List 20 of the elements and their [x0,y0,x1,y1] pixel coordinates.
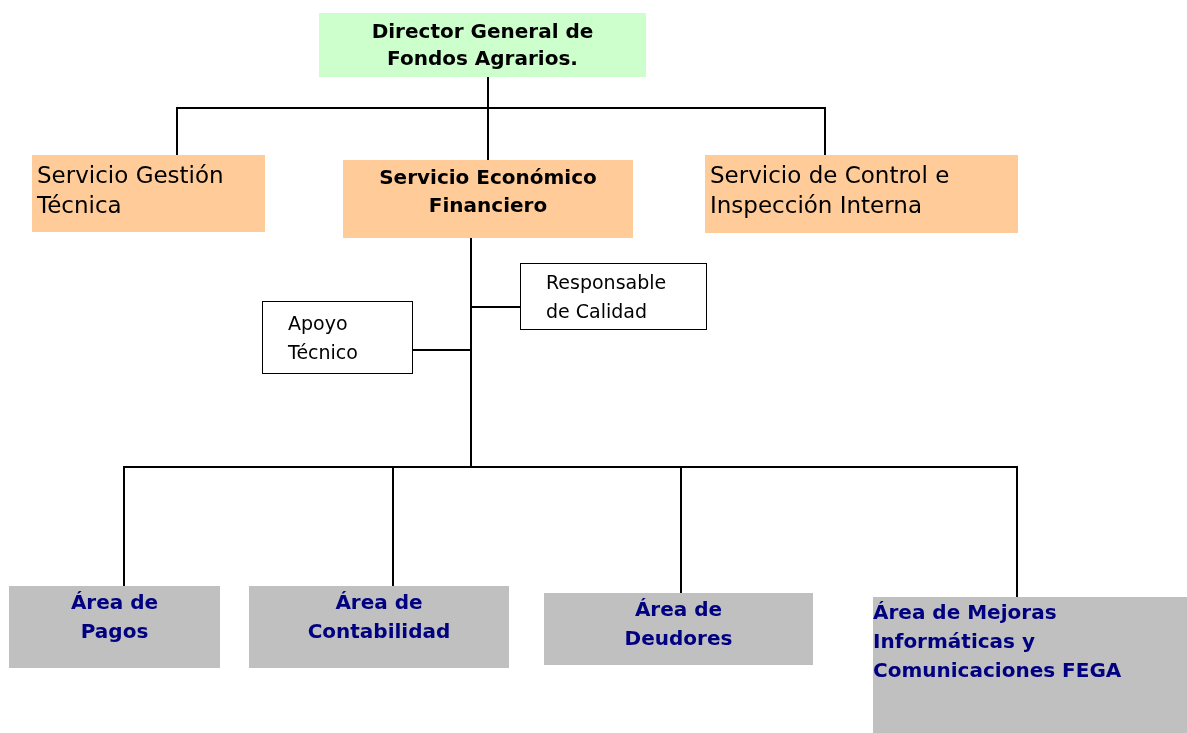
node-label: Servicio Económico Financiero [378,164,598,219]
service-box [32,155,265,232]
node-label: Servicio Gestión Técnica [37,161,225,220]
area-box [544,593,813,665]
service-box [343,160,633,238]
director-box [319,13,646,77]
node-label: Apoyo Técnico [288,310,359,365]
area-box [249,586,509,668]
node-label: Área de Mejoras Informáticas y Comunicaciones FEGA [873,599,1123,684]
area-box [9,586,220,668]
service-box [705,155,1018,233]
node-label: Servicio de Control e Inspección Interna [710,161,951,220]
node-label: Director General de Fondos Agrarios. [370,18,595,72]
node-label: Responsable de Calidad [546,269,668,324]
node-label: Área de Pagos [69,589,160,645]
support-box [262,301,413,374]
node-label: Área de Deudores [623,596,734,652]
area-box [873,597,1187,733]
node-label: Área de Contabilidad [306,589,452,645]
support-box [520,263,707,330]
